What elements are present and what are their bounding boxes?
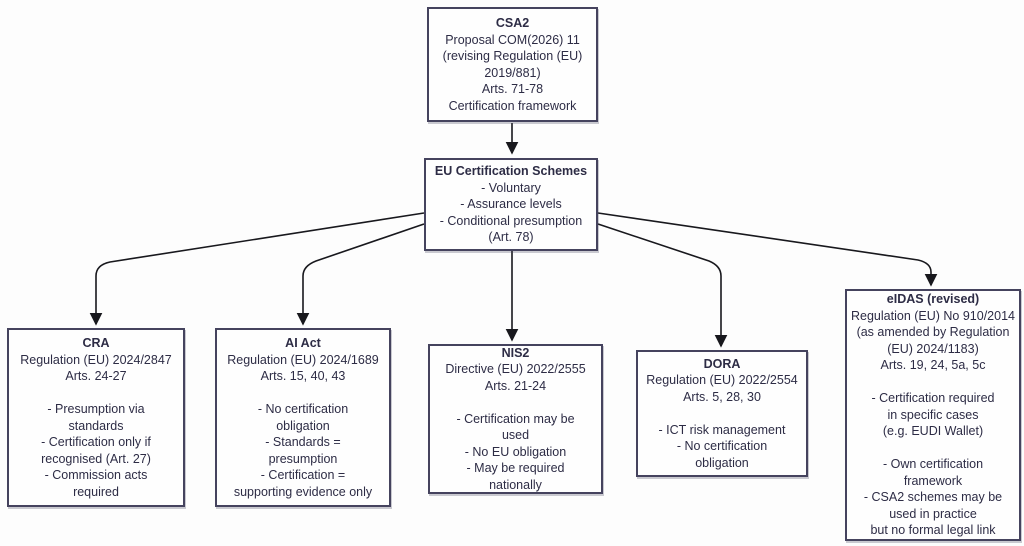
- node-title: DORA: [703, 356, 741, 371]
- text-line: - Commission acts: [44, 468, 148, 482]
- text-line: [433, 394, 598, 411]
- text-line: used: [501, 428, 530, 443]
- text-line: Regulation (EU) No 910/2014: [851, 308, 1015, 323]
- text-line: supporting evidence only: [233, 484, 373, 499]
- text-line: - ICT risk management: [658, 422, 786, 437]
- node-eidas-revised: eIDAS (revised) Regulation (EU) No 910/2…: [845, 289, 1021, 541]
- text-line: Arts. 5, 28, 30: [683, 389, 761, 404]
- text-line: [641, 405, 803, 422]
- text-line: - Presumption via: [47, 402, 145, 416]
- text-line: - Conditional presumption: [439, 213, 583, 228]
- text-line: - Certification required: [871, 391, 995, 406]
- text-line: - Standards =: [265, 435, 341, 449]
- text-line: - Assurance levels: [460, 197, 562, 212]
- text-line: Regulation (EU) 2024/1689: [227, 352, 379, 367]
- text-line: (revising Regulation (EU): [442, 49, 583, 63]
- node-title: eIDAS (revised): [886, 292, 980, 307]
- text-line: in specific cases: [887, 407, 979, 422]
- text-line: Arts. 71-78: [481, 82, 544, 96]
- text-line: Certification framework: [448, 98, 577, 113]
- text-line: Arts. 15, 40, 43: [260, 369, 346, 383]
- node-title: CRA: [82, 336, 110, 350]
- text-line: Arts. 19, 24, 5a, 5c: [880, 358, 986, 373]
- text-line: (as amended by Regulation: [856, 325, 1010, 340]
- text-line: nationally: [489, 477, 542, 492]
- text-line: - No EU obligation: [464, 444, 567, 459]
- text-line: framework: [903, 473, 963, 488]
- node-csa2: CSA2 Proposal COM(2026) 11 (revising Regu…: [427, 7, 598, 122]
- text-line: - No certification: [676, 439, 768, 454]
- node-eu-certification-schemes: EU Certification Schemes - Voluntary - As…: [424, 158, 598, 251]
- text-line: (EU) 2024/1183): [887, 341, 979, 356]
- text-line: Arts. 24-27: [65, 369, 127, 383]
- text-line: - Own certification: [882, 457, 984, 472]
- node-title: AI Act: [285, 336, 321, 350]
- text-line: Arts. 21-24: [484, 378, 547, 393]
- text-line: Directive (EU) 2022/2555: [445, 362, 586, 377]
- text-line: used in practice: [889, 506, 977, 521]
- text-line: recognised (Art. 27): [41, 451, 151, 466]
- edge-schemes-to-cra: [89, 212, 425, 326]
- text-line: [850, 374, 1016, 391]
- text-line: - No certification: [257, 402, 349, 416]
- text-line: [220, 385, 386, 402]
- node-title: NIS2: [501, 345, 530, 360]
- text-line: - Voluntary: [481, 180, 541, 195]
- node-body: Regulation (EU) No 910/2014 (as amended b…: [850, 308, 1016, 539]
- text-line: - Certification =: [260, 468, 346, 482]
- text-line: (e.g. EUDI Wallet): [882, 424, 984, 439]
- text-line: Proposal COM(2026) 11: [445, 32, 580, 47]
- text-line: but no formal legal link: [870, 523, 996, 538]
- text-line: 2019/881): [484, 65, 541, 80]
- text-line: - May be required: [466, 461, 565, 476]
- text-line: - CSA2 schemes may be: [863, 490, 1003, 505]
- node-body: Proposal COM(2026) 11 (revising Regulatio…: [432, 32, 593, 115]
- text-line: Regulation (EU) 2022/2554: [646, 373, 798, 388]
- text-line: - Certification may be: [456, 411, 575, 426]
- node-body: - Voluntary - Assurance levels- Condition…: [429, 180, 593, 246]
- text-line: [850, 440, 1016, 457]
- node-title: CSA2: [495, 16, 530, 30]
- text-line: presumption: [268, 451, 338, 466]
- text-line: required: [73, 484, 119, 499]
- text-line: obligation: [276, 418, 330, 433]
- text-line: standards: [68, 418, 124, 433]
- edge-schemes-to-dora: [597, 223, 728, 348]
- text-line: obligation: [695, 455, 749, 470]
- text-line: (Art. 78): [488, 230, 534, 245]
- edge-schemes-to-ai-act: [296, 223, 425, 326]
- edge-schemes-to-eidas: [597, 212, 938, 287]
- text-line: - Certification only if: [41, 435, 151, 449]
- text-line: [12, 385, 180, 402]
- node-title: EU Certification Schemes: [434, 164, 588, 179]
- text-line: Regulation (EU) 2024/2847: [20, 352, 172, 367]
